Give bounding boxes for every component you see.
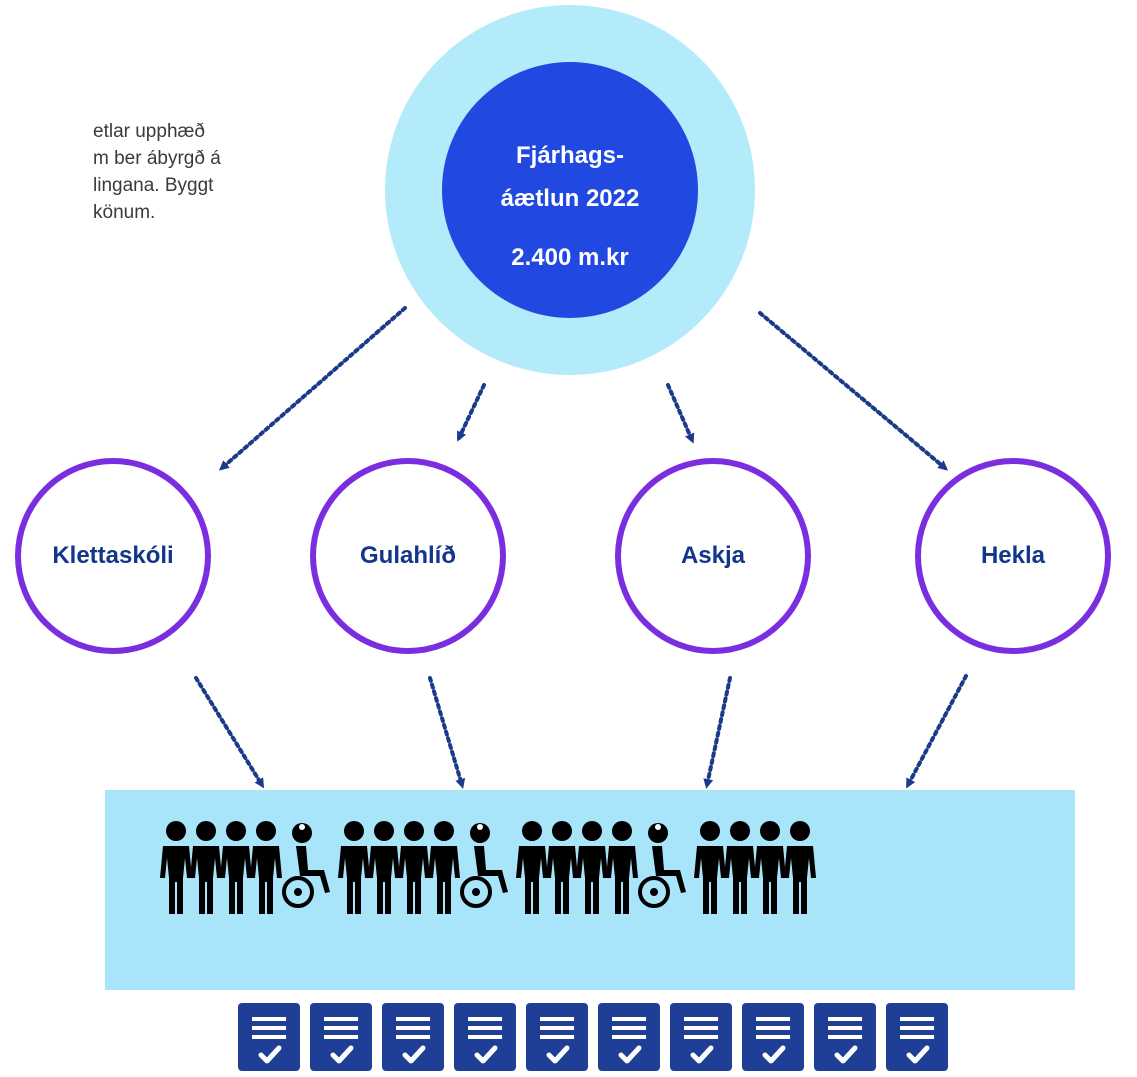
unit-gulahlid: Gulahlíð — [310, 458, 506, 654]
connector-gulahlid-students — [428, 676, 466, 789]
connector-budget-askja — [666, 383, 695, 444]
person-icon — [724, 821, 756, 914]
person-icon — [428, 821, 460, 914]
budget-circle: Fjárhags- áætlun 2022 2.400 m.kr — [442, 62, 698, 318]
document-check-icon — [886, 1003, 948, 1071]
unit-label: Klettaskóli — [52, 542, 174, 569]
person-icon — [368, 821, 400, 914]
document-check-icon — [238, 1003, 300, 1071]
wheelchair-user-icon — [460, 823, 508, 908]
individual-plans — [238, 1003, 948, 1071]
document-check-icon — [598, 1003, 660, 1071]
person-icon — [338, 821, 370, 914]
document-check-icon — [670, 1003, 732, 1071]
person-icon — [398, 821, 430, 914]
unit-label: Askja — [680, 542, 746, 569]
person-icon — [784, 821, 816, 914]
wheelchair-user-icon — [638, 823, 686, 908]
person-icon — [694, 821, 726, 914]
students-group — [160, 821, 816, 914]
intro-text: etlar upphæð m ber ábyrgð á lingana. Byg… — [93, 118, 393, 226]
connector-hekla-students — [906, 674, 968, 789]
document-check-icon — [742, 1003, 804, 1071]
connector-budget-klettaskoli — [218, 306, 407, 471]
unit-klettaskoli: Klettaskóli — [15, 458, 211, 654]
document-check-icon — [526, 1003, 588, 1071]
unit-askja: Askja — [615, 458, 811, 654]
person-icon — [220, 821, 252, 914]
unit-label: Gulahlíð — [360, 542, 456, 569]
document-check-icon — [814, 1003, 876, 1071]
intro-line: lingana. Byggt — [93, 175, 214, 196]
document-check-icon — [454, 1003, 516, 1071]
budget-title-line1: Fjárhags- — [515, 142, 625, 169]
unit-label: Hekla — [980, 542, 1046, 569]
person-icon — [250, 821, 282, 914]
connector-askja-students — [703, 676, 732, 789]
intro-line: etlar upphæð — [93, 121, 205, 142]
unit-hekla: Hekla — [915, 458, 1111, 654]
person-icon — [546, 821, 578, 914]
connector-budget-gulahlid — [457, 383, 486, 442]
person-icon — [606, 821, 638, 914]
intro-line: m ber ábyrgð á — [93, 148, 221, 169]
person-icon — [190, 821, 222, 914]
budget-title-line2: áætlun 2022 — [500, 185, 640, 212]
person-icon — [576, 821, 608, 914]
person-icon — [516, 821, 548, 914]
intro-line: könum. — [93, 202, 156, 223]
wheelchair-user-icon — [282, 823, 330, 908]
budget-amount: 2.400 m.kr — [511, 244, 629, 271]
person-icon — [160, 821, 192, 914]
document-check-icon — [310, 1003, 372, 1071]
person-icon — [754, 821, 786, 914]
connector-klettaskoli-students — [194, 676, 265, 789]
document-check-icon — [382, 1003, 444, 1071]
connector-budget-hekla — [758, 311, 949, 471]
